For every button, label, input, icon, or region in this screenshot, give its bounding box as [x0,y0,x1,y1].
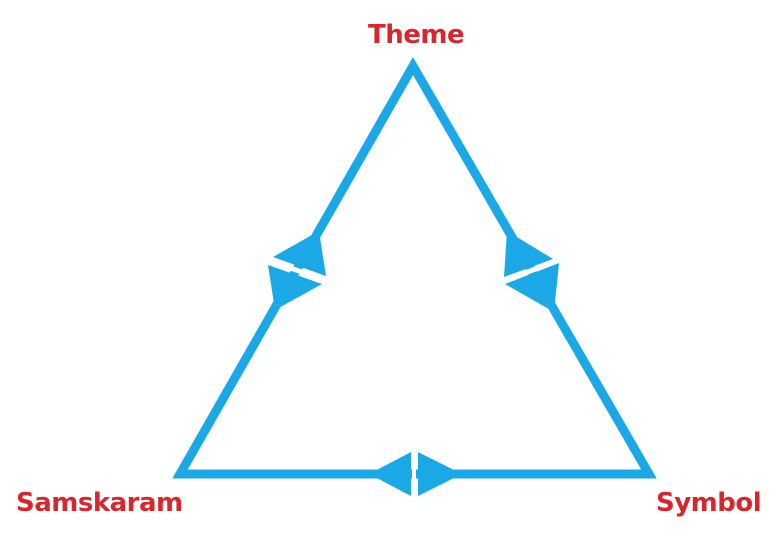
arrowhead-up [505,263,559,312]
arrowhead-up [273,231,326,276]
arrowhead-down [504,231,553,277]
double-arrow-samskaram-symbol [369,450,462,498]
node-label-theme: Theme [368,20,465,50]
arrowhead-down [268,265,322,310]
double-arrow-theme-symbol [502,231,559,312]
arrow-gap [502,258,558,284]
arrowhead-right [418,452,462,496]
node-label-samskaram: Samskaram [16,488,183,518]
node-label-symbol: Symbol [656,488,762,518]
triangle-outline [172,56,657,479]
arrow-gap [270,258,325,283]
arrowhead-left [369,452,411,496]
double-arrow-theme-samskaram [268,231,326,310]
